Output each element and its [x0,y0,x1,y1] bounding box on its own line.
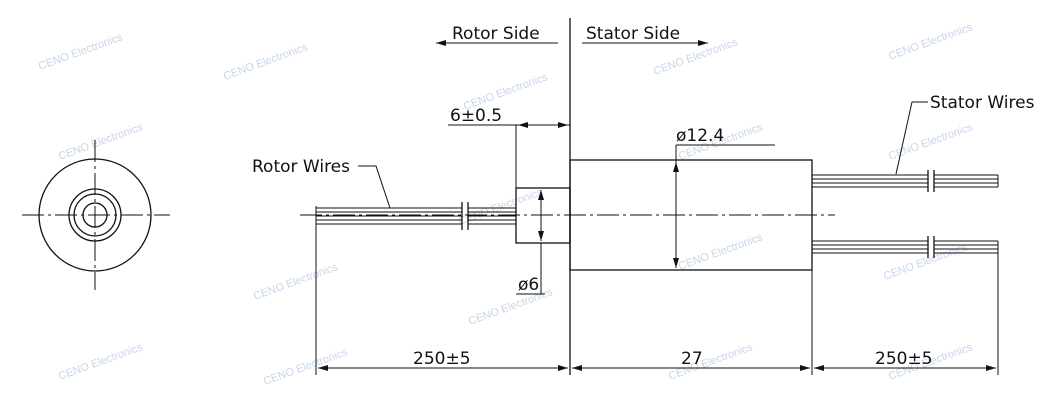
rotor-wire-length-dimension: 250±5 [413,349,471,369]
end-view [22,140,170,290]
shaft-length-dimension: 6±0.5 [450,106,502,126]
watermark: CENO Electronics [882,241,970,283]
watermark: CENO Electronics [262,346,350,388]
watermarks: CENO Electronics CENO Electronics CENO E… [37,21,975,388]
stator-wires-leader [895,101,928,175]
stator-wire-bundle-upper [812,170,999,192]
side-view [300,18,999,375]
watermark: CENO Electronics [37,31,125,73]
rotor-wires-leader [358,165,391,209]
watermark: CENO Electronics [457,186,545,228]
stator-side-label: Stator Side [586,24,680,44]
body-diameter-dimension: ø12.4 [676,126,724,146]
stator-wire-bundle-lower [812,236,999,258]
stator-wires-label: Stator Wires [930,93,1035,113]
watermark: CENO Electronics [57,341,145,383]
body-length-dimension: 27 [681,349,703,369]
watermark: CENO Electronics [222,41,310,83]
stator-wire-length-dimension: 250±5 [875,349,933,369]
rotor-wire-bundle [315,202,516,230]
watermark: CENO Electronics [252,261,340,303]
rotor-wires-label: Rotor Wires [252,157,350,177]
shaft-diameter-dimension: ø6 [518,275,539,295]
watermark: CENO Electronics [57,121,145,163]
watermark: CENO Electronics [677,231,765,273]
watermark: CENO Electronics [887,21,975,63]
watermark: CENO Electronics [467,286,555,328]
rotor-side-label: Rotor Side [452,24,540,44]
